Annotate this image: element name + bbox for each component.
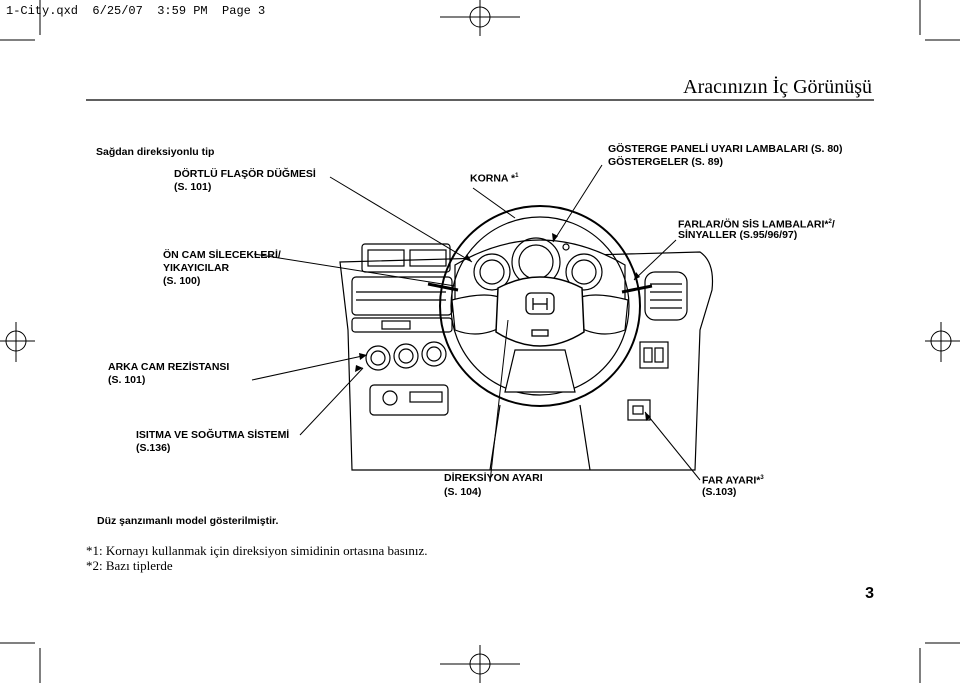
headlight-footnote-mark: 3 [760,475,764,481]
leader-arrowheads [355,233,651,421]
horn-footnote-mark: 1 [515,173,519,179]
wipers-label-line2: YIKAYICILAR [163,262,230,274]
dashboard-drawing [339,205,714,471]
headlight-adjust-label: FAR AYARI*3 [702,472,764,488]
rear-defrost-label: ARKA CAM REZİSTANSI [108,361,230,373]
lights-footnote-mark: 2 [828,219,832,225]
wipers-label-line1: ÖN CAM SİLECEKLERİ/ [163,249,281,261]
page-number: 3 [865,585,874,602]
climate-label: ISITMA VE SOĞUTMA SİSTEMİ [136,429,290,441]
horn-label-text: KORNA * [470,172,516,185]
footnote-2: *2: Bazı tiplerde [86,558,173,573]
print-slug-line: 1-City.qxd 6/25/07 3:59 PM Page 3 [6,4,266,18]
rear-defrost-ref: (S. 101) [108,374,146,386]
wipers-ref: (S. 100) [163,275,201,287]
steering-adjust-ref: (S. 104) [444,486,482,498]
gauges-label: GÖSTERGELER (S. 89) [608,156,723,168]
lights-label-text: FARLAR/ÖN SİS LAMBALARI* [678,218,829,231]
footnote-1: *1: Kornayı kullanmak için direksiyon si… [86,543,428,558]
manual-transmission-note: Düz şanzımanlı model gösterilmiştir. [97,515,279,527]
lights-label: FARLAR/ÖN SİS LAMBALARI*2/ [678,216,835,232]
hazard-button-ref: (S. 101) [174,181,212,193]
signals-label: SİNYALLER (S.95/96/97) [678,229,798,241]
climate-ref: (S.136) [136,442,171,454]
gauge-warning-label: GÖSTERGE PANELİ UYARI LAMBALARI (S. 80) [608,143,843,155]
headlight-adjust-ref: (S.103) [702,486,737,498]
honda-logo-icon [525,292,555,337]
page-title: Aracınızın İç Görünüşü [683,76,872,98]
hazard-button-label: DÖRTLÜ FLAŞÖR DÜĞMESİ [174,168,316,180]
drive-side-label: Sağdan direksiyonlu tip [96,146,215,158]
horn-label: KORNA *1 [470,170,518,186]
steering-adjust-label: DİREKSİYON AYARI [444,472,543,484]
leader-lines [251,164,701,483]
lights-slash: / [831,218,835,231]
headlight-adjust-text: FAR AYARI* [702,474,761,487]
